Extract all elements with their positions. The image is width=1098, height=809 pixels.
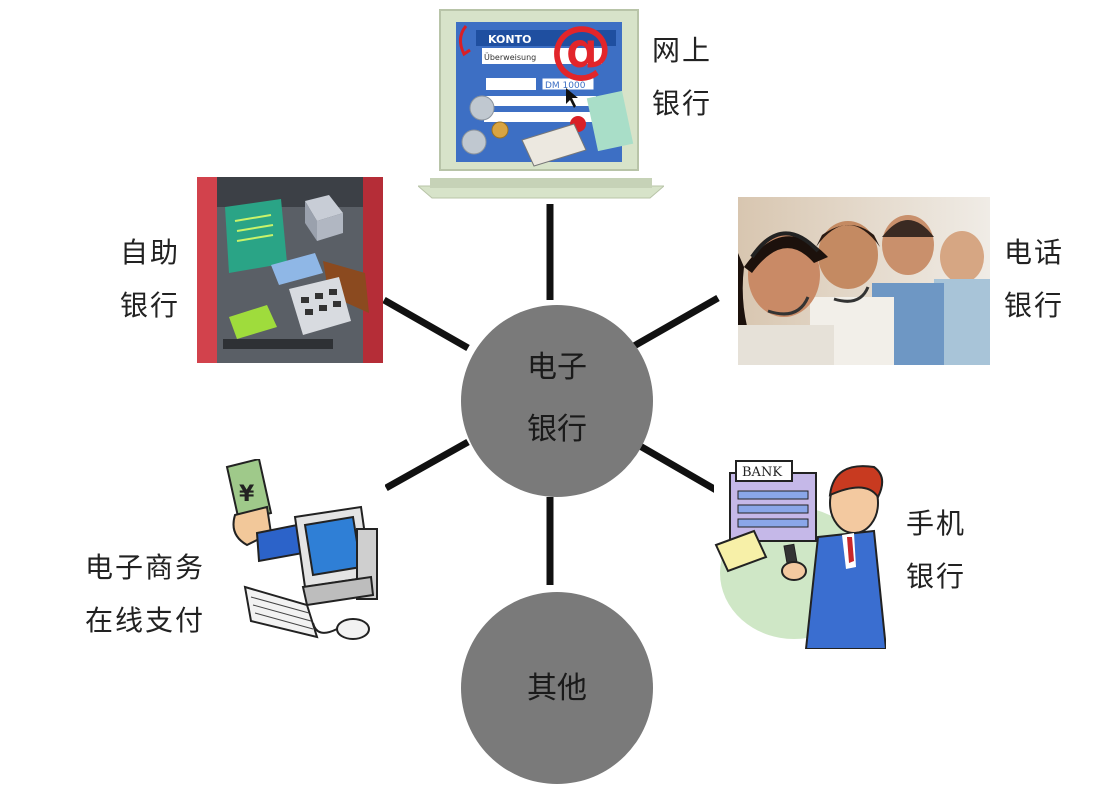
mobile-line1: 手机	[906, 507, 967, 540]
ecommerce-label: 电子商务 在线支付	[85, 541, 205, 647]
call-center-icon	[738, 197, 990, 365]
amount-text: DM 1000	[545, 81, 586, 91]
laptop-online-banking-icon: KONTO Überweisung DM 1000 @	[418, 8, 664, 200]
online-banking-label: 网上 银行	[652, 24, 712, 130]
mobile-line2: 银行	[906, 560, 967, 593]
phone-line1: 电话	[1004, 236, 1065, 269]
at-sign-text: @	[550, 12, 612, 85]
center-hub-label: 电子 银行	[497, 337, 617, 461]
bank-text: BANK	[742, 465, 782, 480]
selfservice-line2: 银行	[120, 289, 181, 322]
mobile-banking-icon: BANK	[714, 457, 886, 649]
other-label: 其他	[527, 671, 587, 706]
spoke-selfservice	[382, 296, 470, 352]
ueberweisung-text: Überweisung	[484, 52, 536, 62]
other-circle	[461, 592, 653, 784]
spoke-mobile	[638, 442, 718, 494]
yen-text: ¥	[239, 482, 255, 507]
online-line2: 银行	[652, 87, 713, 120]
ecommerce-line1: 电子商务	[85, 551, 206, 584]
phone-banking-label: 电话 银行	[1004, 226, 1064, 332]
spoke-ecommerce	[384, 438, 470, 492]
center-line1: 电子	[527, 350, 587, 385]
online-line1: 网上	[652, 34, 713, 67]
center-line2: 银行	[527, 412, 587, 447]
computer-payment-icon: ¥	[221, 459, 385, 655]
atm-icon	[197, 177, 383, 363]
selfservice-banking-label: 自助 银行	[120, 226, 180, 332]
phone-line2: 银行	[1004, 289, 1065, 322]
mobile-banking-label: 手机 银行	[906, 497, 966, 603]
spoke-phone	[632, 294, 720, 350]
selfservice-line1: 自助	[120, 236, 181, 269]
center-hub-circle	[461, 305, 653, 497]
ecommerce-line2: 在线支付	[85, 604, 206, 637]
konto-text: KONTO	[488, 33, 531, 46]
